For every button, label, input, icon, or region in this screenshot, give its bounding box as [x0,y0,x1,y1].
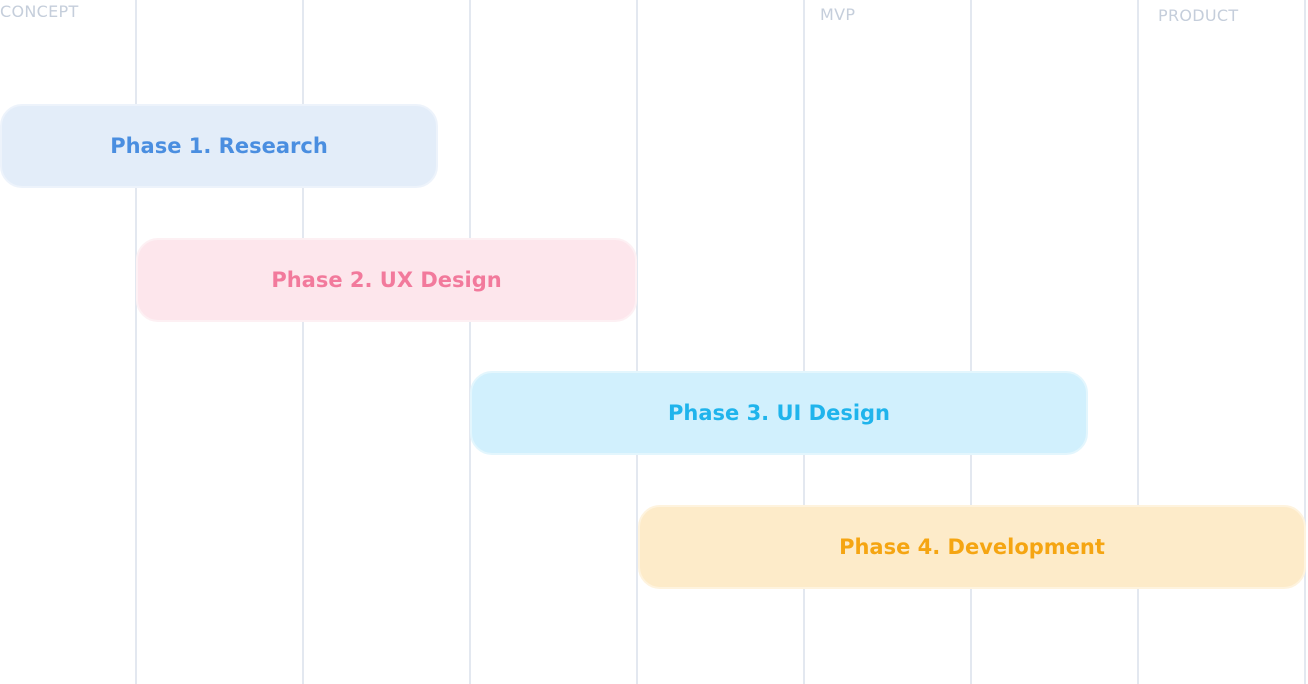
phase-research-bar: Phase 1. Research [0,104,438,188]
gridline [970,0,972,684]
phase-development-bar: Phase 4. Development [638,505,1306,589]
phase-ui-design-label: Phase 3. UI Design [668,401,890,425]
milestone-product: PRODUCT [1158,6,1239,25]
phase-development-label: Phase 4. Development [839,535,1105,559]
gridline [1137,0,1139,684]
phase-ui-design-bar: Phase 3. UI Design [470,371,1088,455]
gridline [469,0,471,684]
gridline [135,0,137,684]
gridline [302,0,304,684]
phase-ux-design-bar: Phase 2. UX Design [136,238,637,322]
phase-research-label: Phase 1. Research [110,134,328,158]
gridline [803,0,805,684]
milestone-concept: CONCEPT [0,2,79,21]
milestone-mvp: MVP [820,5,856,24]
gridline [636,0,638,684]
phase-ux-design-label: Phase 2. UX Design [271,268,502,292]
gridline [1304,0,1306,684]
